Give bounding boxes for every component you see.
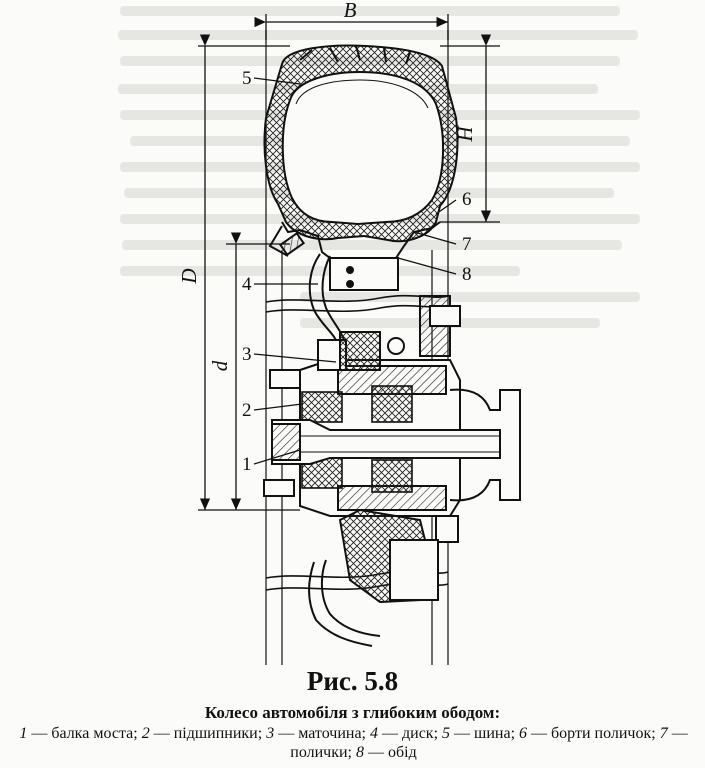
legend-item: 4 — диск;: [370, 725, 439, 742]
bolts: [263, 305, 461, 543]
bearing-lower: [301, 457, 413, 493]
legend-item: 5 — шина;: [442, 725, 516, 742]
legend-item: 8 — обід: [356, 744, 417, 761]
callout-3: 3: [242, 344, 252, 365]
legend-item: 6 — борти поличок;: [519, 725, 656, 742]
callout-8: 8: [462, 264, 472, 285]
legend-item: 3 — маточина;: [266, 725, 366, 742]
figure-legend: 1 — балка моста; 2 — підшипники; 3 — мат…: [6, 724, 701, 762]
figure-subtitle: Колесо автомобіля з глибоким ободом:: [204, 703, 501, 722]
tire: [263, 44, 459, 243]
legend-item: 1 — балка моста;: [19, 725, 138, 742]
callout-7: 7: [462, 234, 472, 255]
dim-d-inner-label: d: [208, 360, 232, 371]
dim-b-label: B: [344, 0, 357, 22]
dim-h-label: H: [453, 125, 477, 143]
callout-1: 1: [242, 454, 252, 475]
lower-assembly: [338, 508, 439, 604]
legend-item: 2 — підшипники;: [141, 725, 263, 742]
rim: [268, 221, 441, 291]
wheel-cross-section-diagram: B H D d 5 6 7 8 4 3 2 1: [177, 0, 521, 665]
axle-beam: [271, 388, 521, 502]
callout-2: 2: [242, 400, 252, 421]
figure-title: Рис. 5.8: [306, 666, 399, 696]
dimension-lines: [198, 14, 500, 511]
callout-6: 6: [462, 189, 472, 210]
dim-d-outer-label: D: [177, 268, 201, 284]
callout-5: 5: [242, 68, 252, 89]
callout-leaders: [253, 77, 457, 465]
callout-4: 4: [242, 274, 252, 295]
legend-item: 7 — полички;: [290, 725, 688, 761]
bearing-upper: [301, 385, 413, 423]
